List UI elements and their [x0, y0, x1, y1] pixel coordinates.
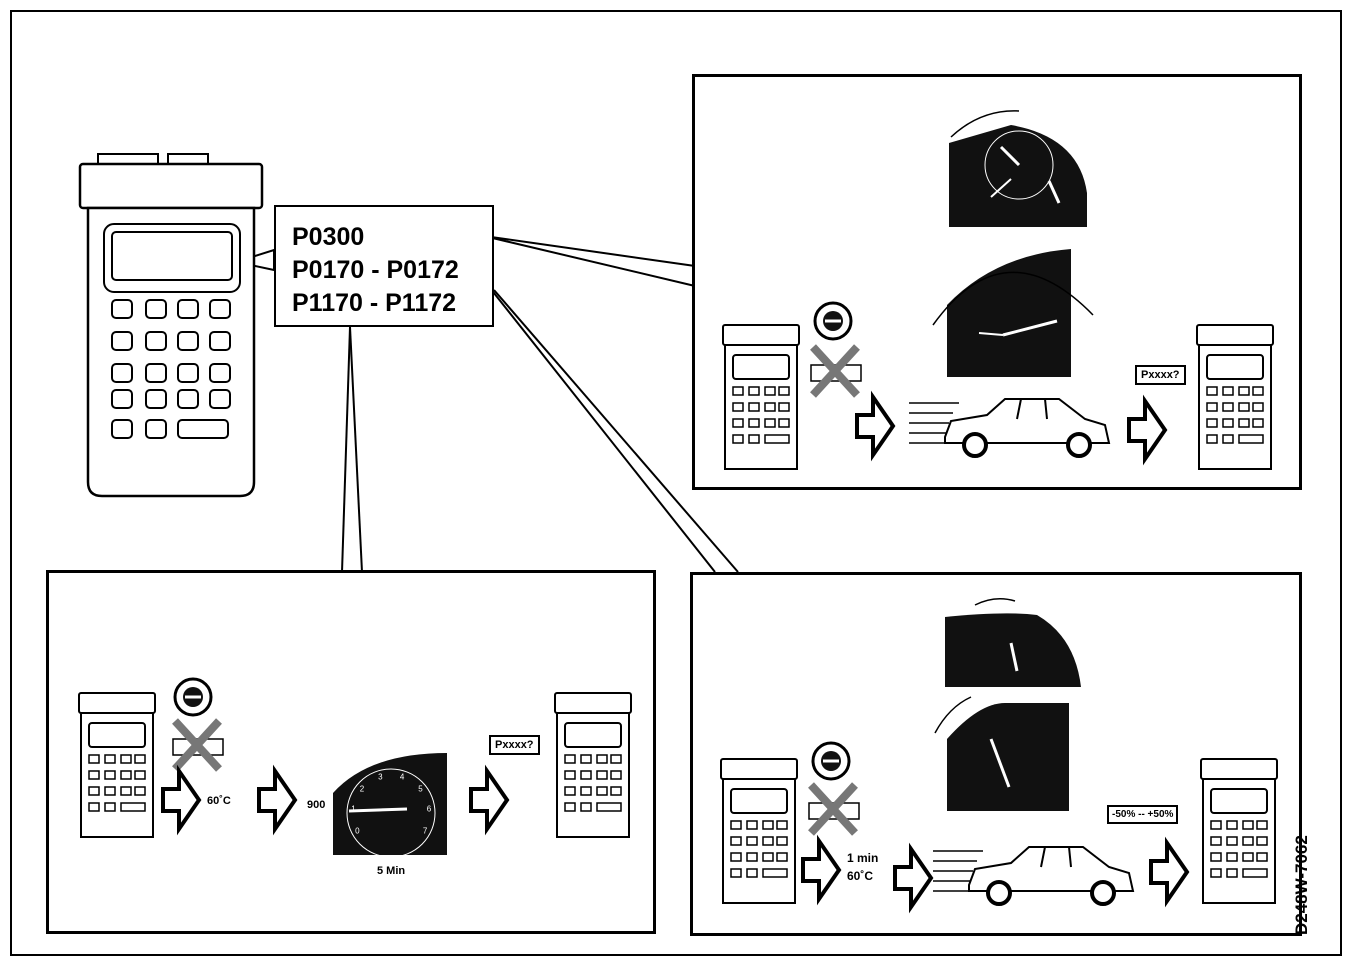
car-driving-icon — [933, 846, 1135, 906]
arrow-icon-3 — [469, 764, 510, 836]
code-p0170-p0172: P0170 - P0172 — [292, 256, 459, 284]
arrow-icon-2 — [1127, 394, 1168, 466]
tachometer-icon: 0 1 2 3 4 5 6 7 — [333, 753, 447, 858]
callout-pxxxx: Pxxxx? — [1135, 365, 1186, 385]
temperature-label: 60˚C — [207, 795, 231, 807]
gauge-number: 5 — [418, 785, 423, 794]
ignition-key-icon — [813, 301, 853, 341]
arrow-icon-1 — [801, 834, 842, 906]
ignition-key-icon — [173, 677, 213, 717]
car-driving-icon — [909, 398, 1111, 458]
scan-tool-left — [720, 758, 798, 904]
cleared-code-cross-icon — [808, 782, 860, 836]
gauge-number: 6 — [427, 805, 432, 814]
scan-tool-left — [722, 324, 800, 470]
gauge-numbers: 0 1 2 3 4 5 6 7 — [351, 773, 432, 836]
duration-label: 1 min — [847, 851, 879, 865]
scan-tool-large — [78, 153, 264, 498]
panel-bottom-left: 60˚C 900 0 1 2 3 4 5 6 7 5 Min Pxxxx? — [46, 570, 656, 934]
code-p0300: P0300 — [292, 223, 365, 251]
figure-id: D248W-7062 — [1292, 835, 1311, 935]
callout-pxxxx: Pxxxx? — [489, 735, 540, 755]
arrow-icon-2 — [257, 764, 298, 836]
tachometer-icon — [932, 249, 1094, 377]
cleared-code-cross-icon — [172, 718, 224, 772]
gauge-number: 1 — [351, 805, 356, 814]
ignition-key-icon — [811, 741, 851, 781]
panel-bottom-right: 1 min 60˚C -50% -- +50% — [690, 572, 1302, 936]
callout-percent-range: -50% -- +50% — [1107, 805, 1179, 824]
gauge-number: 7 — [423, 826, 428, 835]
trouble-code-box: P0300 P0170 - P0172 P1170 - P1172 — [274, 205, 494, 327]
arrow-icon-3 — [1149, 836, 1190, 908]
gauge-number: 0 — [355, 826, 360, 835]
gauge-number: 4 — [400, 773, 405, 782]
scan-tool-right — [554, 692, 632, 838]
arrow-icon-1 — [161, 764, 202, 836]
panel-top-right: Pxxxx? — [692, 74, 1302, 490]
figure-frame — [10, 10, 1342, 956]
duration-label: 5 Min — [377, 865, 406, 877]
code-p1170-p1172: P1170 - P1172 — [292, 289, 457, 317]
instrument-cluster-icon — [949, 110, 1087, 227]
gauge-number: 2 — [360, 785, 365, 794]
gauge-number: 3 — [378, 773, 383, 782]
instrument-cluster-icon — [945, 598, 1081, 687]
scan-tool-left — [78, 692, 156, 838]
rpm-label: 900 — [307, 799, 326, 811]
temperature-label: 60˚C — [847, 869, 874, 883]
cleared-code-cross-icon — [810, 344, 862, 398]
arrow-icon-1 — [855, 390, 896, 462]
scan-tool-right — [1200, 758, 1278, 904]
scan-tool-right — [1196, 324, 1274, 470]
tachometer-icon — [934, 696, 1069, 811]
arrow-icon-2 — [893, 842, 934, 914]
